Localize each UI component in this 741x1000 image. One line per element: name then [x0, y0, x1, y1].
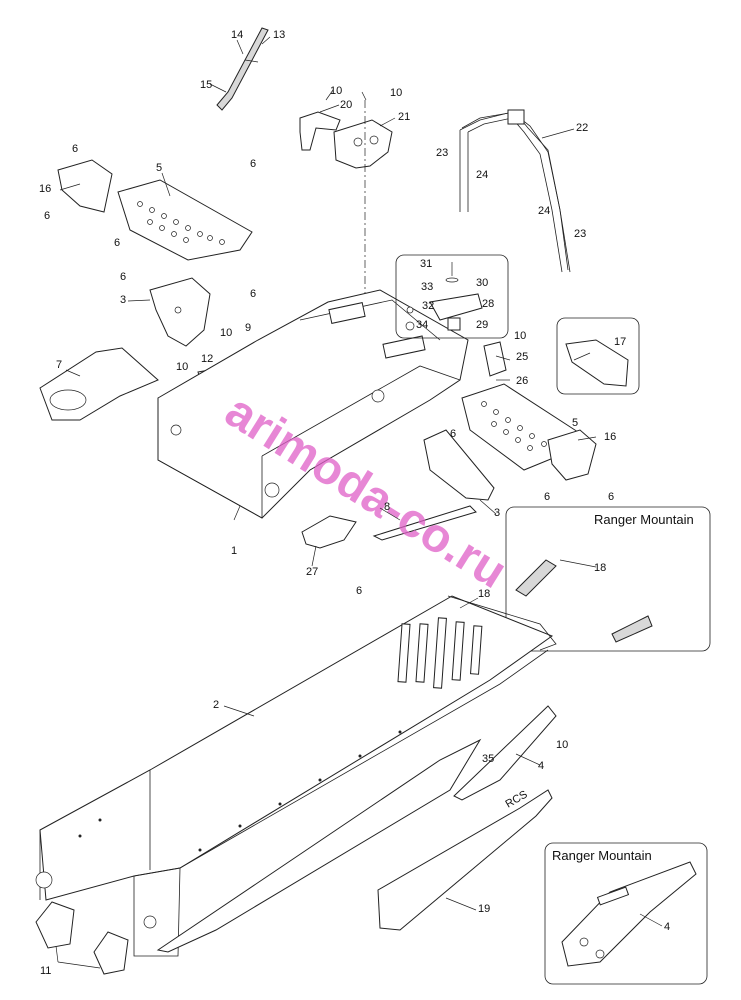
bracket-right-part-16 [547, 429, 597, 481]
callout-28: 28 [482, 298, 494, 310]
inset-title-ranger-top: Ranger Mountain [594, 512, 694, 527]
skid-plate-part-7 [39, 347, 159, 421]
strap-part-15 [216, 27, 269, 111]
callout-6e: 6 [120, 271, 126, 283]
callout-1: 1 [231, 545, 237, 557]
callout-numbers: 14 13 15 10 20 10 21 22 23 24 24 23 6 5 … [39, 29, 670, 977]
ranger-mountain-inset-top [505, 506, 711, 652]
leader-lines [55, 36, 663, 969]
callout-35: 35 [482, 753, 494, 765]
hardware-inset [395, 254, 509, 339]
callout-6c: 6 [44, 210, 50, 222]
inset-title-ranger-bottom: Ranger Mountain [552, 848, 652, 863]
rail-part-8 [372, 505, 477, 541]
callout-10d: 10 [176, 361, 188, 373]
callout-18a: 18 [594, 562, 606, 574]
plate-right-part-3 [423, 429, 495, 501]
callout-32: 32 [422, 300, 434, 312]
callout-25: 25 [516, 351, 528, 363]
callout-10a: 10 [330, 85, 342, 97]
callout-8: 8 [384, 501, 390, 513]
callout-4b: 4 [664, 921, 670, 933]
callout-20: 20 [340, 99, 352, 111]
callout-10f: 10 [556, 739, 568, 751]
callout-3b: 3 [494, 507, 500, 519]
callout-6h: 6 [544, 491, 550, 503]
plate-left-part-3 [149, 277, 211, 347]
callout-33: 33 [421, 281, 433, 293]
handle-part-22 [459, 109, 571, 273]
callout-9: 9 [245, 322, 251, 334]
callout-6d: 6 [114, 237, 120, 249]
callout-16b: 16 [604, 431, 616, 443]
frame-part-1 [157, 289, 469, 519]
callout-19: 19 [478, 903, 490, 915]
callout-24b: 24 [538, 205, 550, 217]
callout-23a: 23 [436, 147, 448, 159]
callout-31: 31 [420, 258, 432, 270]
callout-6b: 6 [250, 158, 256, 170]
plates-part-11 [35, 901, 129, 975]
bracket-part-27 [301, 515, 357, 549]
callout-27: 27 [306, 566, 318, 578]
callout-4a: 4 [538, 760, 544, 772]
callout-3a: 3 [120, 294, 126, 306]
plate-part-21 [333, 119, 393, 169]
footrest-left-part-5 [117, 179, 253, 261]
callout-15: 15 [200, 79, 212, 91]
rail-part-4 [453, 705, 557, 801]
callout-30: 30 [476, 277, 488, 289]
callout-5b: 5 [572, 417, 578, 429]
callout-12: 12 [201, 353, 213, 365]
callout-2: 2 [213, 699, 219, 711]
callout-6a: 6 [72, 143, 78, 155]
callout-10b: 10 [390, 87, 402, 99]
ranger-mountain-inset-bottom [544, 842, 708, 985]
callout-6j: 6 [356, 585, 362, 597]
callout-11: 11 [40, 965, 51, 977]
callout-24a: 24 [476, 169, 488, 181]
callout-22: 22 [576, 122, 588, 134]
bracket-part-20 [299, 111, 341, 151]
callout-16a: 16 [39, 183, 51, 195]
callout-23b: 23 [574, 228, 586, 240]
bracket-left-part-16 [57, 159, 113, 213]
inset-part-17 [556, 317, 640, 395]
bracket-part-25 [483, 341, 507, 377]
callout-6i: 6 [608, 491, 614, 503]
callout-10e: 10 [514, 330, 526, 342]
callout-13: 13 [273, 29, 285, 41]
callout-7: 7 [56, 359, 62, 371]
callout-6f: 6 [250, 288, 256, 300]
callout-34: 34 [416, 319, 428, 331]
callout-17: 17 [614, 336, 626, 348]
callout-10c: 10 [220, 327, 232, 339]
callout-14: 14 [231, 29, 243, 41]
tunnel-part-2 [35, 595, 557, 957]
callout-29: 29 [476, 319, 488, 331]
callout-21: 21 [398, 111, 410, 123]
callout-26: 26 [516, 375, 528, 387]
callout-5a: 5 [156, 162, 162, 174]
callout-18b: 18 [478, 588, 490, 600]
callout-6g: 6 [450, 428, 456, 440]
